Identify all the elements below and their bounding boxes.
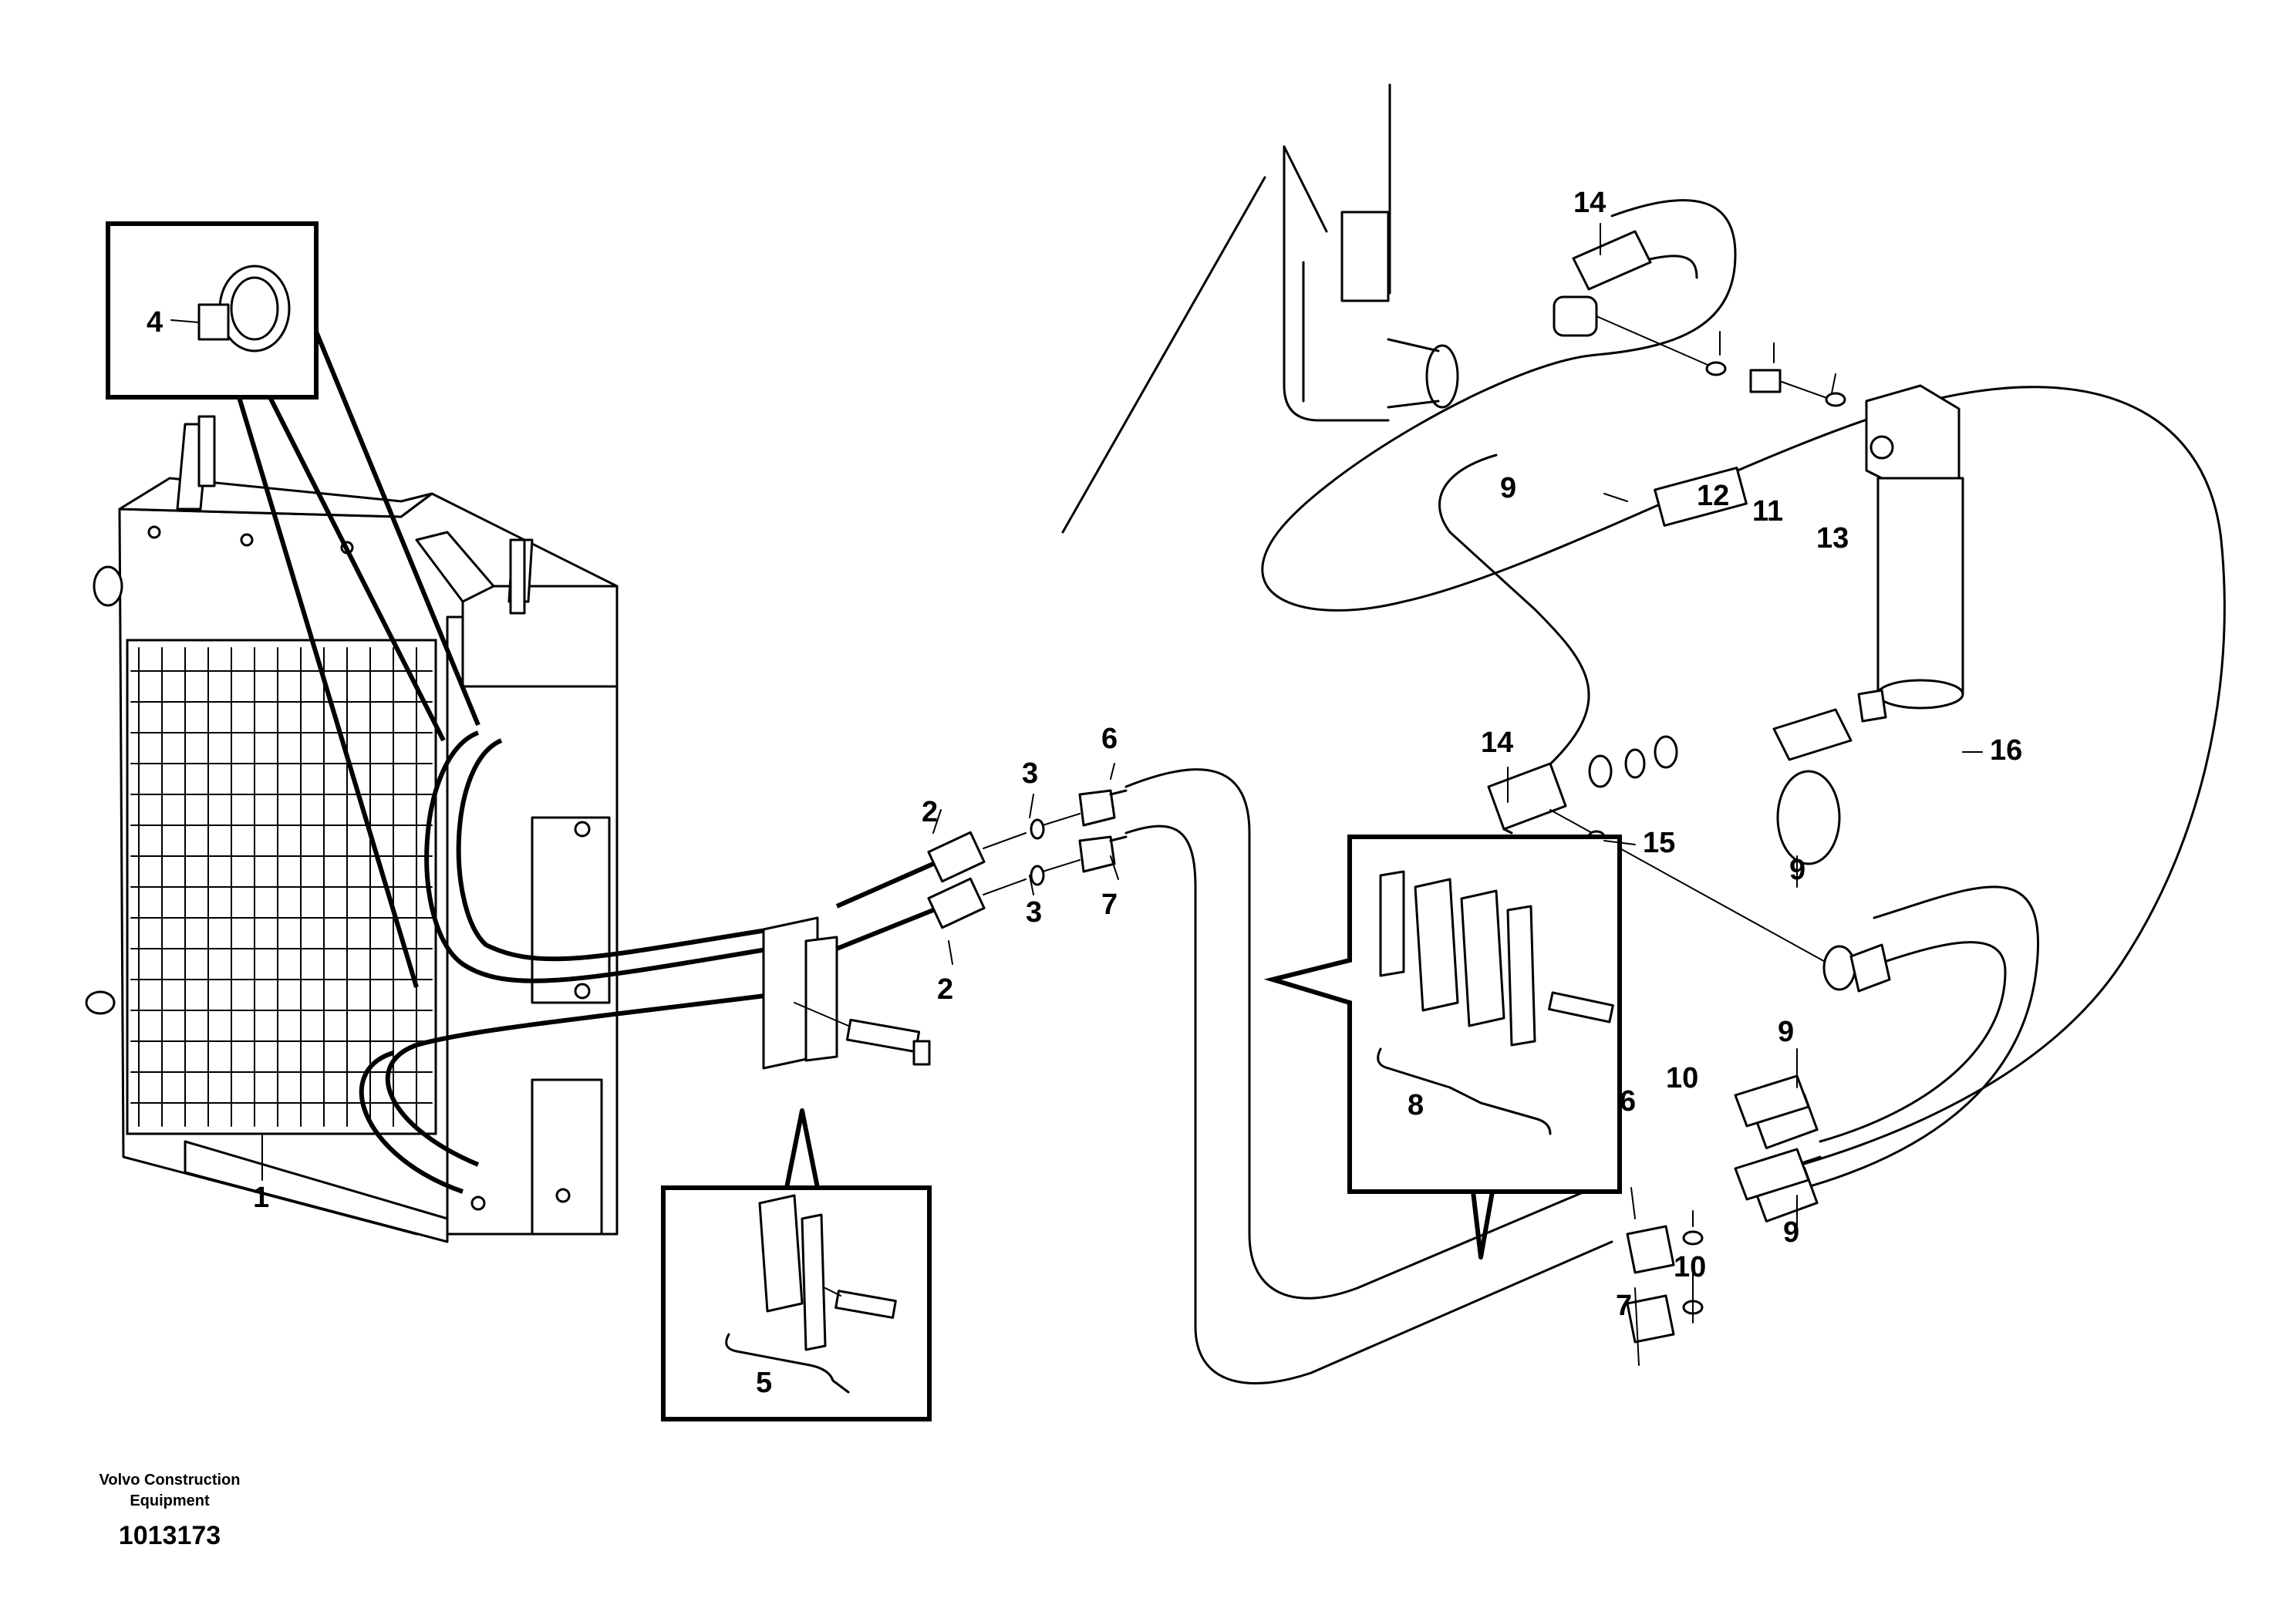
footer-block: Volvo Construction Equipment 1013173: [99, 1472, 241, 1550]
callout-6: 6: [1620, 1085, 1636, 1118]
callout-9: 9: [1789, 854, 1805, 886]
clamp-detail-box-5: [661, 1108, 932, 1421]
callout-2: 2: [922, 796, 938, 828]
callout-11: 11: [1752, 495, 1783, 528]
callout-7: 7: [1101, 889, 1118, 921]
tank-outlet-assembly: [1061, 83, 1459, 534]
center-pipe-fittings: [762, 789, 1128, 1070]
callout-4: 4: [147, 306, 163, 339]
callout-1: 1: [253, 1182, 269, 1214]
callout-12: 12: [1697, 480, 1729, 512]
callout-10: 10: [1674, 1251, 1706, 1283]
hydraulic-hose-loops: [1124, 199, 2226, 1384]
callout-14: 14: [1481, 727, 1513, 759]
company-name-line1: Volvo Construction: [99, 1472, 241, 1489]
callout-3: 3: [1026, 896, 1042, 929]
callout-16: 16: [1990, 734, 2022, 767]
callout-9: 9: [1500, 472, 1516, 504]
company-name-line2: Equipment: [130, 1492, 210, 1509]
callout-5: 5: [756, 1367, 772, 1399]
radiator-core-grid: [130, 647, 433, 1127]
callout-10: 10: [1666, 1062, 1698, 1094]
clamp-detail-box-8: [1263, 835, 1622, 1259]
callout-14: 14: [1573, 187, 1606, 219]
callout-8: 8: [1408, 1089, 1424, 1121]
drawing-number: 1013173: [119, 1521, 221, 1550]
callout-3: 3: [1022, 757, 1038, 790]
filter-assembly: [1487, 230, 1964, 1344]
leader-lines: [261, 223, 1983, 1366]
callout-labels: 1 2 2 3 3 4 5 6 6 7 7 8 9 9 9 9 10 10 11…: [147, 187, 2022, 1399]
callout-15: 15: [1643, 827, 1675, 859]
hose-clamp-detail-box: [106, 221, 480, 988]
callout-13: 13: [1816, 522, 1849, 555]
callout-2: 2: [937, 973, 953, 1006]
callout-7: 7: [1616, 1290, 1632, 1322]
callout-9: 9: [1778, 1016, 1794, 1048]
callout-9: 9: [1783, 1216, 1799, 1249]
callout-6: 6: [1101, 723, 1118, 755]
oil-cooler-radiator: [85, 415, 772, 1243]
